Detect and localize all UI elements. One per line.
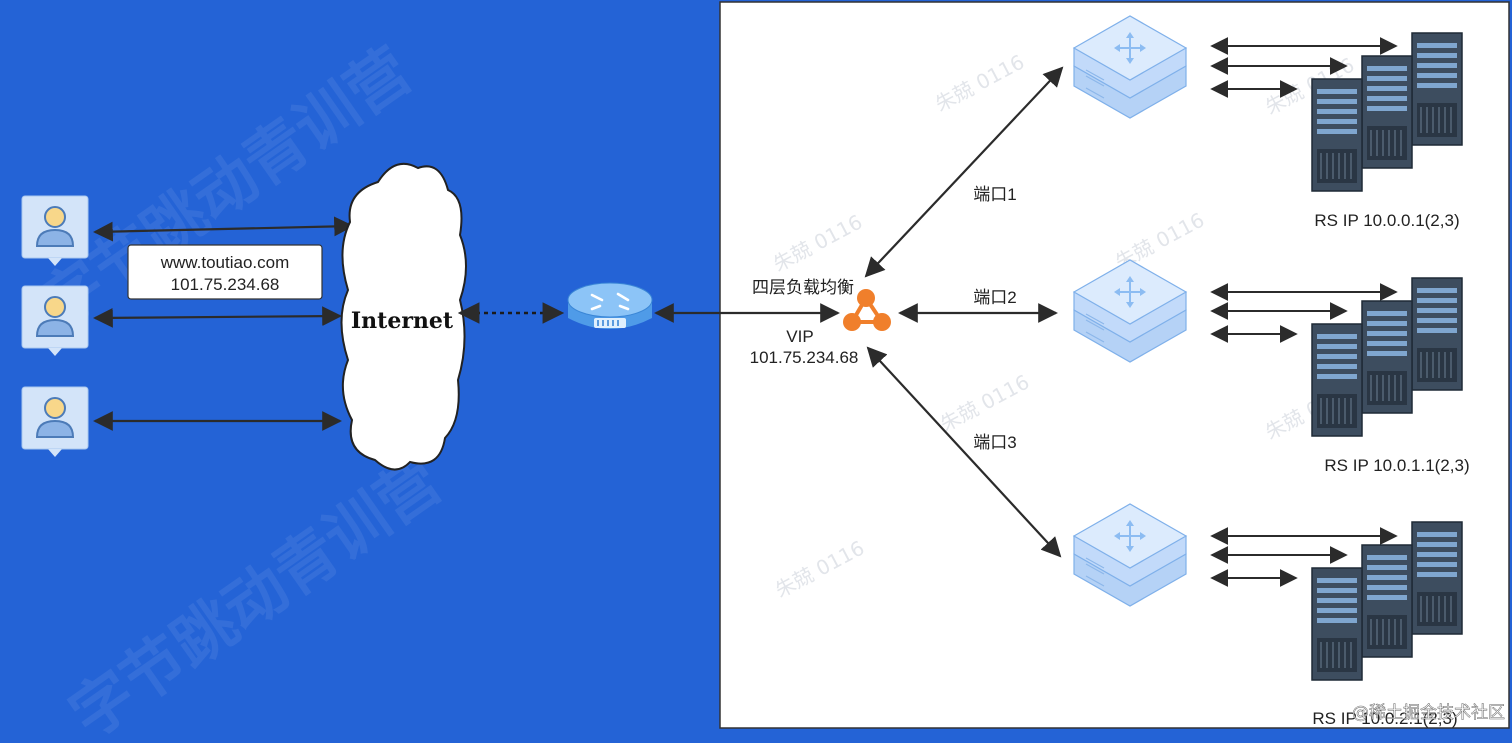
server-link-arrows (1210, 527, 1398, 587)
lb-title: 四层负载均衡 (752, 278, 854, 297)
server-group-label: RS IP 10.0.1.1(2,3) (1324, 456, 1469, 475)
server-group-label: RS IP 10.0.0.1(2,3) (1314, 211, 1459, 230)
user-link-arrow (93, 216, 354, 242)
user-icon (21, 285, 89, 357)
vip-ip: 101.75.234.68 (750, 348, 859, 367)
vip-label: VIP (786, 327, 813, 346)
client-address-box: www.toutiao.com 101.75.234.68 (127, 244, 323, 300)
router-icon (567, 282, 653, 329)
user-link-arrow (93, 306, 342, 328)
port-label: 端口1 (973, 185, 1016, 204)
server-link-arrows (1210, 283, 1398, 343)
server-link-arrows (1210, 37, 1398, 98)
port-link-arrow (866, 346, 1062, 558)
port-link-arrow (864, 66, 1064, 278)
client-domain: www.toutiao.com (160, 253, 290, 272)
internet-label: Internet (351, 308, 454, 334)
load-balancer-icon (843, 289, 891, 331)
user-icon (21, 195, 89, 267)
port-label: 端口2 (973, 288, 1016, 307)
internet-cloud: Internet (340, 162, 467, 471)
server-group-label: RS IP 10.0.2.1(2,3) (1312, 709, 1457, 728)
port-label: 端口3 (973, 433, 1016, 452)
watermark-text: 字节跳动青训营 (57, 444, 454, 743)
client-ip: 101.75.234.68 (171, 275, 280, 294)
corner-watermark: @稀土掘金技术社区 (1352, 703, 1505, 723)
user-icon (21, 386, 89, 458)
